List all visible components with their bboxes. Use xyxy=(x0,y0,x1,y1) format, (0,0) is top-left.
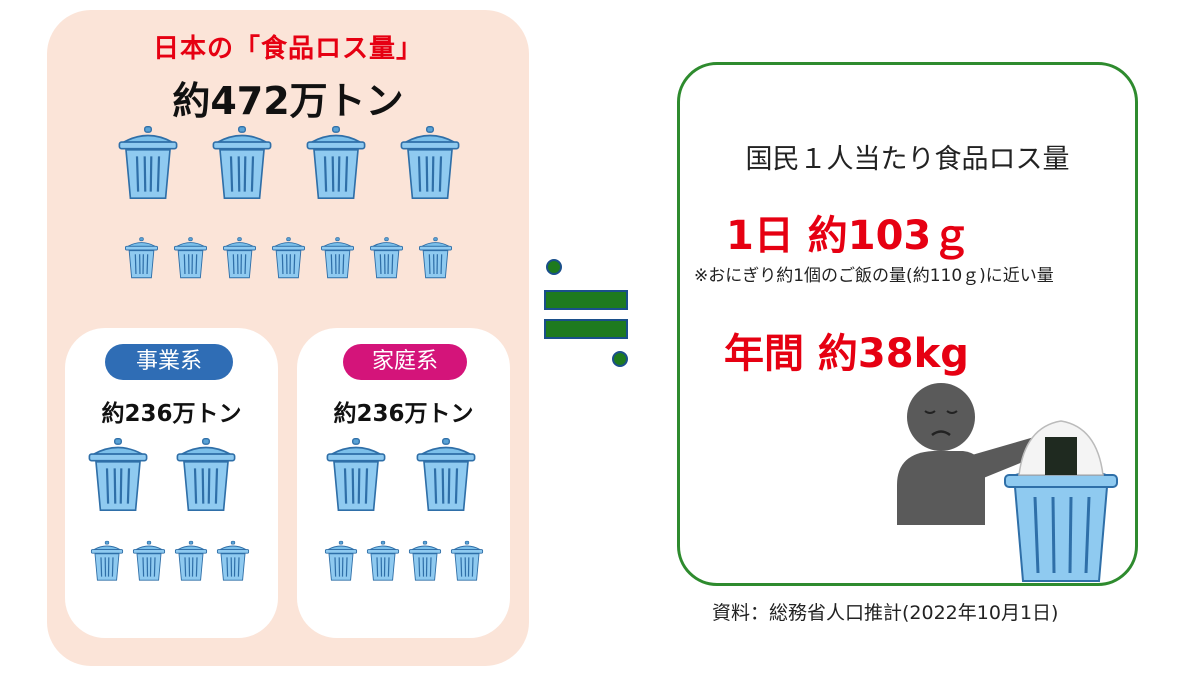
trash-can-icon xyxy=(397,124,463,202)
equals-bar-bottom xyxy=(544,319,628,339)
household-large-bins xyxy=(323,436,479,514)
business-large-bins xyxy=(85,436,239,514)
trash-can-icon xyxy=(172,236,209,280)
trash-can-icon xyxy=(221,236,258,280)
per-capita-panel: 国民１人当たり食品ロス量 1日 約103ｇ ※おにぎり約1個のご飯の量(約110… xyxy=(677,62,1138,586)
trash-can-icon xyxy=(270,236,307,280)
rice-ball-note: ※おにぎり約1個のご飯の量(約110ｇ)に近い量 xyxy=(694,266,1054,286)
business-card: 事業系 約236万トン xyxy=(65,328,278,638)
business-small-bins xyxy=(89,540,251,582)
trash-can-icon xyxy=(323,540,359,582)
trash-can-icon xyxy=(131,540,167,582)
household-small-bins xyxy=(323,540,485,582)
trash-can-icon xyxy=(449,540,485,582)
trash-can-icon xyxy=(323,436,389,514)
equals-dot-bottom xyxy=(612,351,628,367)
per-capita-heading: 国民１人当たり食品ロス量 xyxy=(745,144,1070,175)
small-bins-row xyxy=(123,236,454,280)
trash-can-icon xyxy=(417,236,454,280)
business-amount: 約236万トン xyxy=(101,401,242,427)
trash-can-icon xyxy=(319,236,356,280)
equals-bar-top xyxy=(544,290,628,310)
household-card: 家庭系 約236万トン xyxy=(297,328,510,638)
source-note: 資料：総務省人口推計(2022年10月1日) xyxy=(712,602,1059,624)
trash-can-icon xyxy=(303,124,369,202)
household-badge: 家庭系 xyxy=(343,344,467,380)
household-amount: 約236万トン xyxy=(333,401,474,427)
total-amount: 約472万トン xyxy=(172,79,404,123)
equals-dot-top xyxy=(546,259,562,275)
trash-can-icon xyxy=(115,124,181,202)
trash-can-icon xyxy=(173,436,239,514)
large-bins-row xyxy=(115,124,463,202)
daily-amount: 1日 約103ｇ xyxy=(726,213,972,259)
japan-food-loss-panel: 日本の「食品ロス量」 約472万トン 事業系 約236万トン 家庭系 xyxy=(47,10,529,666)
panel-title: 日本の「食品ロス量」 xyxy=(152,34,423,64)
trash-can-icon xyxy=(89,540,125,582)
yearly-amount: 年間 約38kg xyxy=(724,331,969,377)
trash-can-icon xyxy=(209,124,275,202)
trash-can-icon xyxy=(368,236,405,280)
trash-can-icon xyxy=(123,236,160,280)
trash-can-icon xyxy=(365,540,401,582)
person-discarding-rice-ball-icon xyxy=(897,383,1118,582)
trash-can-icon xyxy=(173,540,209,582)
business-badge: 事業系 xyxy=(105,344,233,380)
trash-can-icon xyxy=(413,436,479,514)
trash-can-icon xyxy=(407,540,443,582)
trash-can-icon xyxy=(85,436,151,514)
trash-can-icon xyxy=(215,540,251,582)
